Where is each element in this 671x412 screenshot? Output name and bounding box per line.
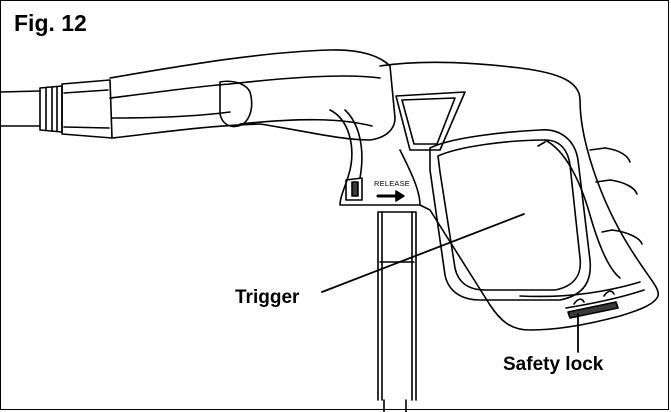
figure-label: Fig. 12: [14, 10, 87, 36]
gun-body: [109, 49, 421, 206]
release-text: RELEASE: [374, 179, 410, 188]
lance-tube: [377, 211, 417, 412]
release-latch: [345, 177, 405, 202]
trigger-leader-line: [321, 213, 525, 293]
safety-lock-callout: Safety lock: [503, 354, 604, 375]
coupling-nut: [39, 79, 113, 139]
inlet-hose: [0, 90, 41, 127]
trigger-callout: Trigger: [235, 287, 300, 308]
gun-handle: [379, 61, 659, 331]
